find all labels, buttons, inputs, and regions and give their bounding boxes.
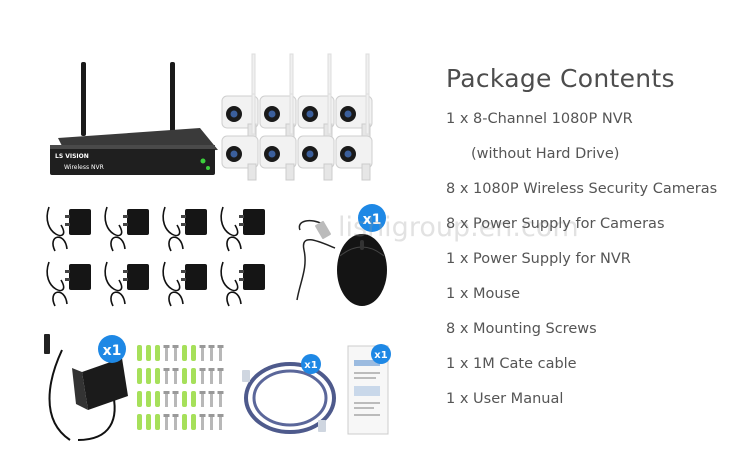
list-item-nvr: 1 x 8-Channel 1080P NVR — [446, 111, 633, 127]
power-adapter-icon — [162, 261, 207, 307]
power-adapter-icon — [220, 206, 265, 252]
screw-icon — [155, 414, 160, 430]
screw-icon — [182, 368, 187, 384]
screw-icon — [163, 391, 170, 407]
list-item-cable: 1 x 1M Cate cable — [446, 356, 577, 372]
screw-icon — [182, 345, 187, 361]
watermark: lishigroup.en.com — [338, 212, 579, 243]
camera-power-supplies — [46, 206, 265, 307]
nvr-brand: LS VISION — [55, 153, 89, 160]
mouse-badge — [358, 204, 386, 232]
screw-icon — [163, 414, 170, 430]
screw-icon — [191, 345, 196, 361]
usb-mouse-icon: x1 — [296, 204, 387, 306]
nvr-power-adapter-icon: x1 — [44, 334, 128, 441]
wifi-camera-icon — [221, 93, 259, 181]
wifi-camera-icon — [335, 93, 373, 181]
screw-icon — [146, 368, 151, 384]
screw-icon — [217, 368, 224, 384]
screw-icon — [208, 414, 215, 430]
screw-icon — [137, 345, 142, 361]
screw-icon — [208, 391, 215, 407]
screw-icon — [137, 414, 142, 430]
package-contents-heading: Package Contents — [446, 64, 675, 93]
wifi-camera-icon — [259, 93, 297, 181]
screw-icon — [146, 345, 151, 361]
screw-icon — [191, 368, 196, 384]
screw-icon — [217, 414, 224, 430]
power-adapter-icon — [220, 261, 265, 307]
screw-icon — [155, 345, 160, 361]
list-item-mouse: 1 x Mouse — [446, 286, 521, 302]
screw-icon — [199, 414, 206, 430]
screw-icon — [172, 345, 179, 361]
list-item-camera-power: 8 x Power Supply for Cameras — [446, 216, 665, 232]
screw-icon — [191, 391, 196, 407]
screw-icon — [163, 368, 170, 384]
screw-icon — [199, 345, 206, 361]
screw-icon — [172, 414, 179, 430]
list-item-nvr-power: 1 x Power Supply for NVR — [446, 251, 631, 267]
screw-icon — [182, 414, 187, 430]
manual-badge — [371, 344, 391, 364]
screw-icon — [199, 368, 206, 384]
power-adapter-icon — [46, 261, 91, 307]
screw-icon — [217, 391, 224, 407]
screw-icon — [208, 368, 215, 384]
power-adapter-icon — [46, 206, 91, 252]
screw-icon — [155, 368, 160, 384]
screw-icon — [199, 391, 206, 407]
screw-kit-icon — [137, 345, 224, 430]
mouse-badge-text: x1 — [363, 212, 382, 228]
list-item-screws: 8 x Mounting Screws — [446, 321, 597, 337]
nvr-power-badge — [98, 335, 126, 363]
list-item-nvr-note: (without Hard Drive) — [471, 146, 620, 162]
screw-icon — [137, 391, 142, 407]
package-contents-list: Package Contents 1 x 8-Channel 1080P NVR… — [446, 64, 746, 422]
ethernet-cable-icon: x1 — [242, 354, 336, 434]
screw-icon — [155, 391, 160, 407]
power-adapter-icon — [104, 261, 149, 307]
screw-icon — [137, 368, 142, 384]
nvr-label: Wireless NVR — [64, 164, 104, 171]
screw-icon — [172, 391, 179, 407]
list-item-manual: 1 x User Manual — [446, 391, 564, 407]
screw-icon — [208, 345, 215, 361]
power-adapter-icon — [162, 206, 207, 252]
screw-icon — [191, 414, 196, 430]
nvr-power-badge-text: x1 — [103, 343, 122, 359]
screw-icon — [172, 368, 179, 384]
screw-icon — [163, 345, 170, 361]
manual-badge-text: x1 — [374, 350, 387, 361]
camera-group — [221, 53, 373, 181]
screw-icon — [182, 391, 187, 407]
power-adapter-icon — [104, 206, 149, 252]
screw-icon — [217, 345, 224, 361]
nvr-recorder-icon: LS VISION Wireless NVR — [50, 62, 218, 175]
cable-badge-text: x1 — [304, 360, 317, 371]
cable-badge — [301, 354, 321, 374]
list-item-cameras: 8 x 1080P Wireless Security Cameras — [446, 181, 718, 197]
screw-icon — [146, 391, 151, 407]
product-illustration: LS VISION Wireless NVR x1 x1 x1 — [44, 53, 391, 441]
wifi-camera-icon — [297, 93, 335, 181]
screw-icon — [146, 414, 151, 430]
user-manual-icon: x1 — [347, 344, 391, 435]
